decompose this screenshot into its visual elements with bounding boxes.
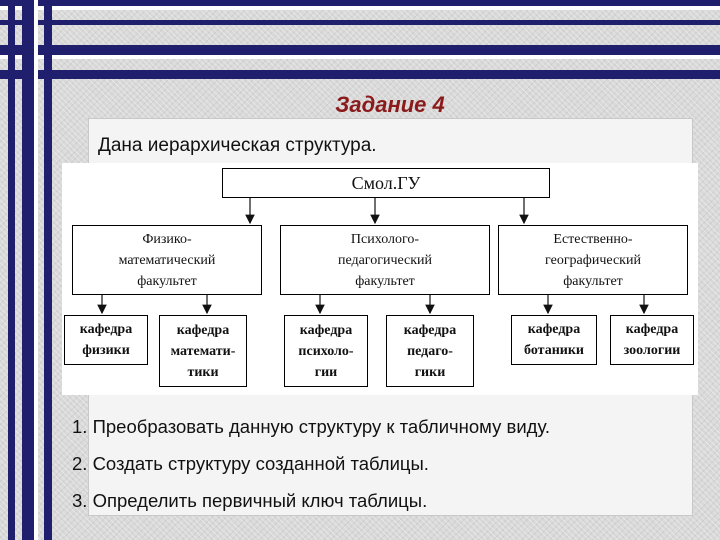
department-line: зоологии [623, 343, 681, 358]
faculty-line: факультет [563, 273, 623, 289]
faculty-line: Физико- [142, 231, 192, 247]
department-node-psychology: кафедра психоло- гии [284, 315, 368, 387]
stripe-top-5 [0, 55, 720, 59]
task-item: 3. Определить первичный ключ таблицы. [72, 490, 428, 511]
faculty-line: факультет [355, 273, 415, 289]
department-line: кафедра [625, 322, 679, 337]
department-line: кафедра [176, 322, 230, 338]
department-line: математи- [170, 343, 236, 359]
faculty-node-nat-geo: Естественно- географический факультет [498, 225, 688, 295]
department-line: гии [314, 364, 338, 380]
department-line: кафедра [299, 322, 353, 338]
stripe-left-2 [22, 0, 34, 540]
stripe-top-6 [0, 70, 720, 79]
faculty-line: географический [545, 252, 641, 268]
slide-title: Задание 4 [335, 92, 445, 117]
faculty-line: математический [118, 252, 216, 268]
stripe-top-4 [0, 45, 720, 55]
department-node-mathematics: кафедра математи- тики [159, 315, 247, 387]
faculty-line: факультет [137, 273, 197, 289]
department-node-botany: кафедра ботаники [511, 315, 597, 365]
department-line: психоло- [298, 343, 354, 359]
connector-lines [97, 196, 649, 315]
department-line: ботаники [524, 343, 584, 358]
faculty-node-psych-ped: Психолого- педагогический факультет [280, 225, 490, 295]
root-label: Смол.ГУ [351, 172, 421, 193]
department-line: кафедра [79, 322, 133, 337]
department-line: физики [82, 343, 130, 358]
department-node-zoology: кафедра зоологии [610, 315, 694, 365]
task-item: 2. Создать структуру созданной таблицы. [72, 453, 429, 474]
root-node: Смол.ГУ [222, 168, 550, 198]
faculty-line: педагогический [337, 252, 433, 268]
department-line: кафедра [403, 322, 457, 338]
department-node-pedagogy: кафедра педаго- гики [386, 315, 474, 387]
faculty-line: Естественно- [553, 231, 633, 247]
stripe-top-1 [0, 0, 720, 6]
stripe-left-4 [44, 0, 52, 540]
task-list: 1. Преобразовать данную структуру к табл… [72, 408, 550, 519]
department-node-physics: кафедра физики [64, 315, 148, 365]
department-line: гики [414, 364, 446, 380]
intro-text: Дана иерархическая структура. [98, 135, 377, 156]
task-item: 1. Преобразовать данную структуру к табл… [72, 416, 550, 437]
department-line: тики [187, 364, 219, 380]
department-line: кафедра [527, 322, 581, 337]
faculty-node-phys-math: Физико- математический факультет [72, 225, 262, 295]
stripe-left-3 [34, 0, 38, 540]
faculty-line: Психолого- [350, 231, 420, 247]
department-line: педаго- [407, 343, 453, 359]
stripe-left-1 [8, 0, 15, 540]
stripe-top-2 [0, 6, 720, 10]
hierarchy-diagram: Смол.ГУ Физико- математический факультет… [62, 163, 698, 395]
stripe-top-3 [0, 20, 720, 25]
